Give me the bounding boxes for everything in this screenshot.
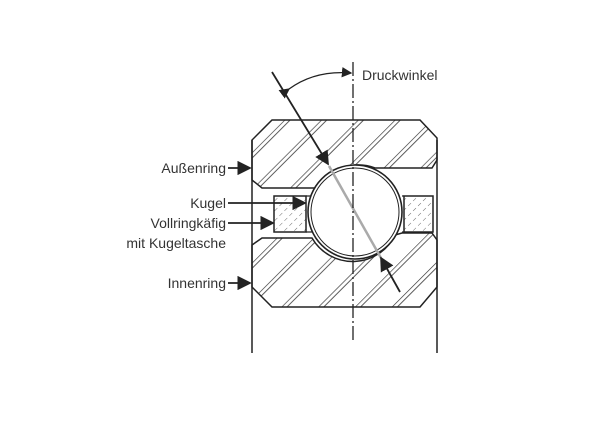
contact-line <box>327 165 383 259</box>
cage-right <box>403 195 434 233</box>
pressure-angle-label: Druckwinkel <box>362 67 437 83</box>
load-arrow-bottom <box>380 256 401 293</box>
inner-ring <box>251 232 438 308</box>
cage-left <box>273 195 307 233</box>
cage-label-line1: Vollringkäfig <box>151 215 227 231</box>
cage-label-line2: mit Kugeltasche <box>126 235 226 251</box>
inner-ring-label: Innenring <box>168 275 226 291</box>
outer-ring-label: Außenring <box>161 160 226 176</box>
pressure-angle-arc <box>278 67 353 99</box>
ball-label: Kugel <box>190 195 226 211</box>
ball-inner-outline <box>310 167 400 257</box>
